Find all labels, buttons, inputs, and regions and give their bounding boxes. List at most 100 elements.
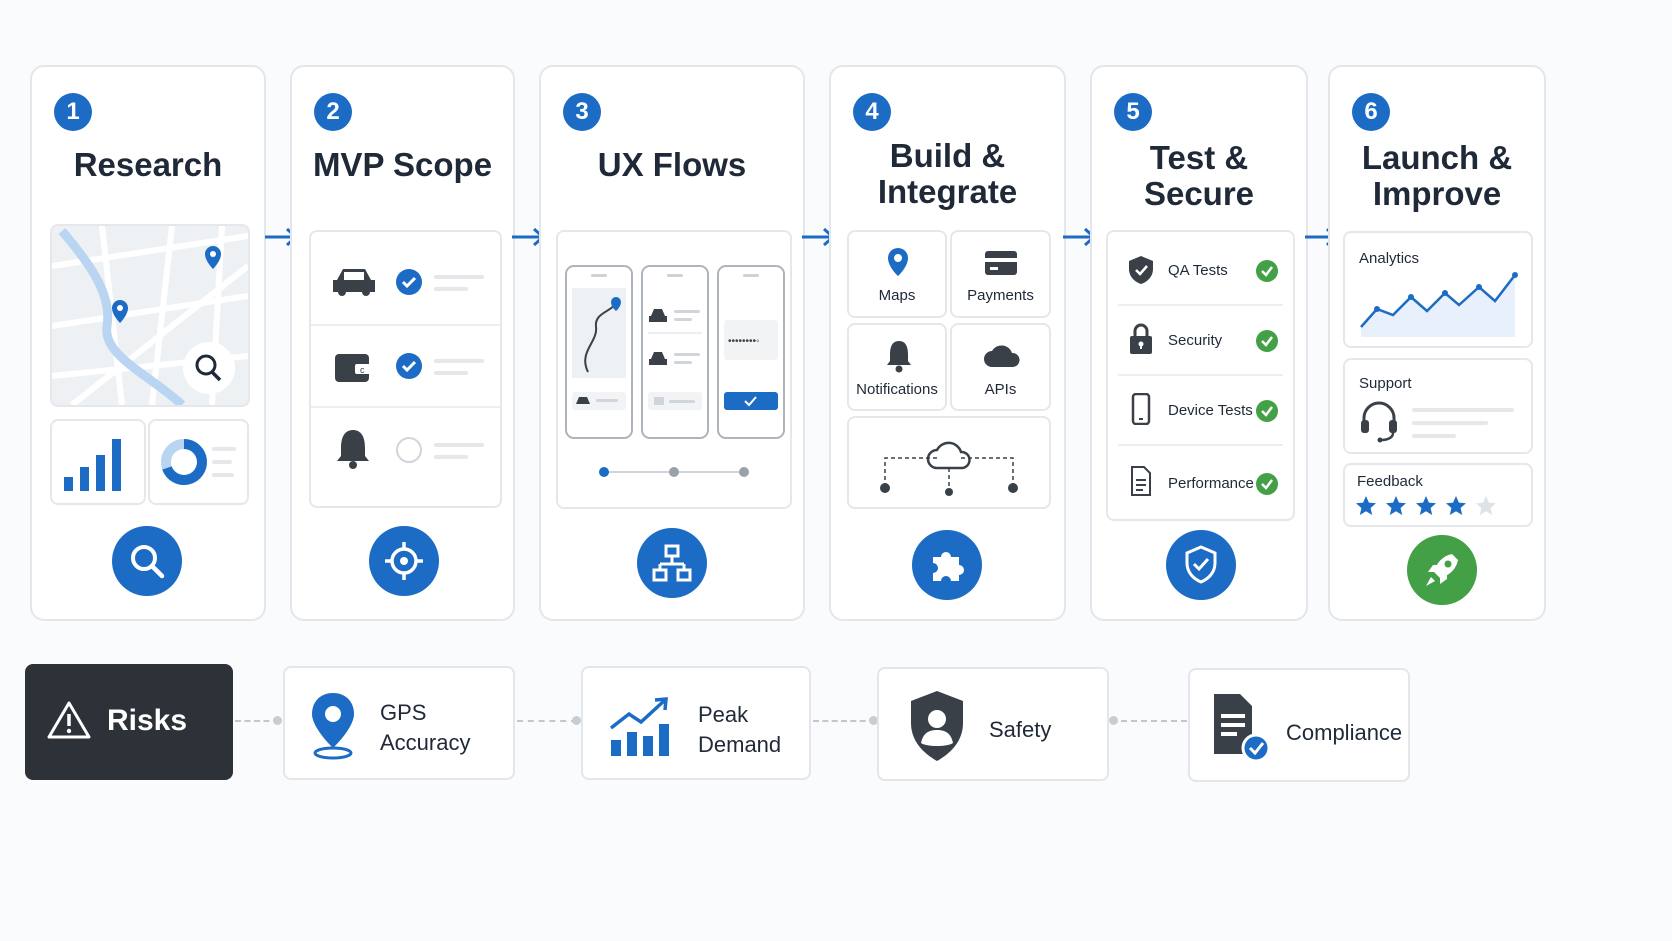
card-icon <box>985 251 1017 275</box>
tile-maps: Maps <box>847 230 947 318</box>
list-item: Performance <box>1118 444 1283 519</box>
tile-label: Notifications <box>856 381 938 398</box>
svg-text:••••••••◦: ••••••••◦ <box>728 336 760 347</box>
document-icon <box>1131 466 1151 496</box>
list-item: c <box>311 324 500 408</box>
feedback-card: Feedback <box>1343 463 1533 527</box>
star-rating <box>1355 495 1497 519</box>
stage-mvp-scope: 2 MVP Scope c <box>290 65 515 621</box>
tile-apis: APIs <box>950 323 1051 411</box>
line-chart-icon <box>1360 272 1518 337</box>
step-number-5: 5 <box>1114 93 1152 131</box>
list-item: QA Tests <box>1118 232 1283 306</box>
warning-triangle-icon <box>47 701 91 739</box>
car-icon <box>333 269 375 296</box>
stage-title-ux-flows: UX Flows <box>597 146 747 183</box>
stage-title-mvp-scope: MVP Scope <box>312 146 493 183</box>
connector-dot <box>273 716 282 725</box>
phone-icon <box>1131 393 1151 425</box>
stage-research: 1 Research <box>30 65 266 621</box>
stage-title-research: Research <box>73 146 223 183</box>
test-label: Performance <box>1168 475 1254 492</box>
step-number-2: 2 <box>314 93 352 131</box>
star-filled-icon <box>1446 496 1466 515</box>
stage-launch-improve: 6 Launch & Improve Analytics Support Fee… <box>1328 65 1546 621</box>
risk-label: Compliance <box>1286 720 1403 745</box>
risk-safety: Safety <box>877 667 1109 781</box>
step-number-4: 4 <box>853 93 891 131</box>
map-preview <box>50 224 250 407</box>
trend-chart-icon <box>609 697 669 756</box>
bar-chart-tile <box>50 419 146 505</box>
step-number-3: 3 <box>563 93 601 131</box>
tile-notifications: Notifications <box>847 323 947 411</box>
check-circle-icon <box>1256 260 1278 282</box>
check-circle-icon <box>1256 473 1278 495</box>
donut-chart-icon <box>161 439 236 485</box>
analytics-label: Analytics <box>1359 250 1420 267</box>
risk-gps-accuracy: GPS Accuracy <box>283 666 515 780</box>
support-card: Support <box>1343 358 1533 454</box>
flow-wireframes: ••••••••◦ <box>556 230 792 509</box>
map-pin-icon <box>312 693 354 760</box>
map-illustration <box>52 226 248 405</box>
stage-title-launch-improve: Launch & Improve <box>1361 139 1513 212</box>
risk-label: Peak Demand <box>698 702 782 757</box>
integration-diagram <box>847 416 1051 509</box>
star-filled-icon <box>1386 496 1406 515</box>
check-circle-icon <box>1256 330 1278 352</box>
checkbox-checked-icon <box>396 269 422 295</box>
connector-dot <box>869 716 878 725</box>
check-circle-icon <box>1256 400 1278 422</box>
bell-icon <box>887 341 911 373</box>
search-icon <box>112 526 182 596</box>
stage-title-test-secure: Test & Secure <box>1143 139 1255 212</box>
star-filled-icon <box>1356 496 1376 515</box>
cloud-icon <box>984 345 1020 367</box>
risks-header: Risks <box>25 664 233 780</box>
svg-text:c: c <box>360 365 365 375</box>
star-filled-icon <box>1416 496 1436 515</box>
test-label: Device Tests <box>1168 402 1253 419</box>
stage-build-integrate: 4 Build & Integrate Maps Payments Notifi… <box>829 65 1066 621</box>
risk-label: GPS Accuracy <box>380 700 471 755</box>
user-shield-icon <box>911 691 963 761</box>
shield-icon <box>1129 256 1153 284</box>
tile-label: Payments <box>967 287 1034 304</box>
sitemap-icon <box>637 528 707 598</box>
step-number-6: 6 <box>1352 93 1390 131</box>
bell-icon <box>337 430 369 469</box>
connector <box>813 720 875 722</box>
connector <box>235 720 279 722</box>
risk-peak-demand: Peak Demand <box>581 666 811 780</box>
list-item: Device Tests <box>1118 374 1283 446</box>
wallet-icon: c <box>335 354 371 382</box>
donut-chart-tile <box>148 419 249 505</box>
test-label: Security <box>1168 332 1223 349</box>
risk-compliance: Compliance <box>1188 668 1410 782</box>
document-check-icon <box>1214 694 1271 763</box>
stage-ux-flows: 3 UX Flows ••••• <box>539 65 805 621</box>
lock-icon <box>1130 323 1152 354</box>
map-pin-icon <box>888 248 908 276</box>
risk-label: Safety <box>989 717 1052 742</box>
list-item: Security <box>1118 304 1283 376</box>
checkbox-unchecked-icon <box>396 437 422 463</box>
star-empty-icon <box>1476 496 1496 515</box>
list-item <box>311 232 500 326</box>
connector <box>1111 720 1187 722</box>
checkbox-checked-icon <box>396 353 422 379</box>
stage-title-build-integrate: Build & Integrate <box>877 137 1018 210</box>
connector-dot <box>572 716 581 725</box>
puzzle-icon <box>912 530 982 600</box>
risks-title: Risks <box>107 704 188 737</box>
target-icon <box>369 526 439 596</box>
tile-label: APIs <box>984 381 1017 398</box>
bar-chart-icon <box>64 439 121 491</box>
cloud-network-icon <box>880 441 1018 496</box>
analytics-card: Analytics <box>1343 231 1533 348</box>
headset-icon <box>1361 401 1397 443</box>
tile-label: Maps <box>878 287 916 304</box>
stage-test-secure: 5 Test & Secure QA Tests Security Device… <box>1090 65 1308 621</box>
rocket-icon <box>1407 535 1477 605</box>
